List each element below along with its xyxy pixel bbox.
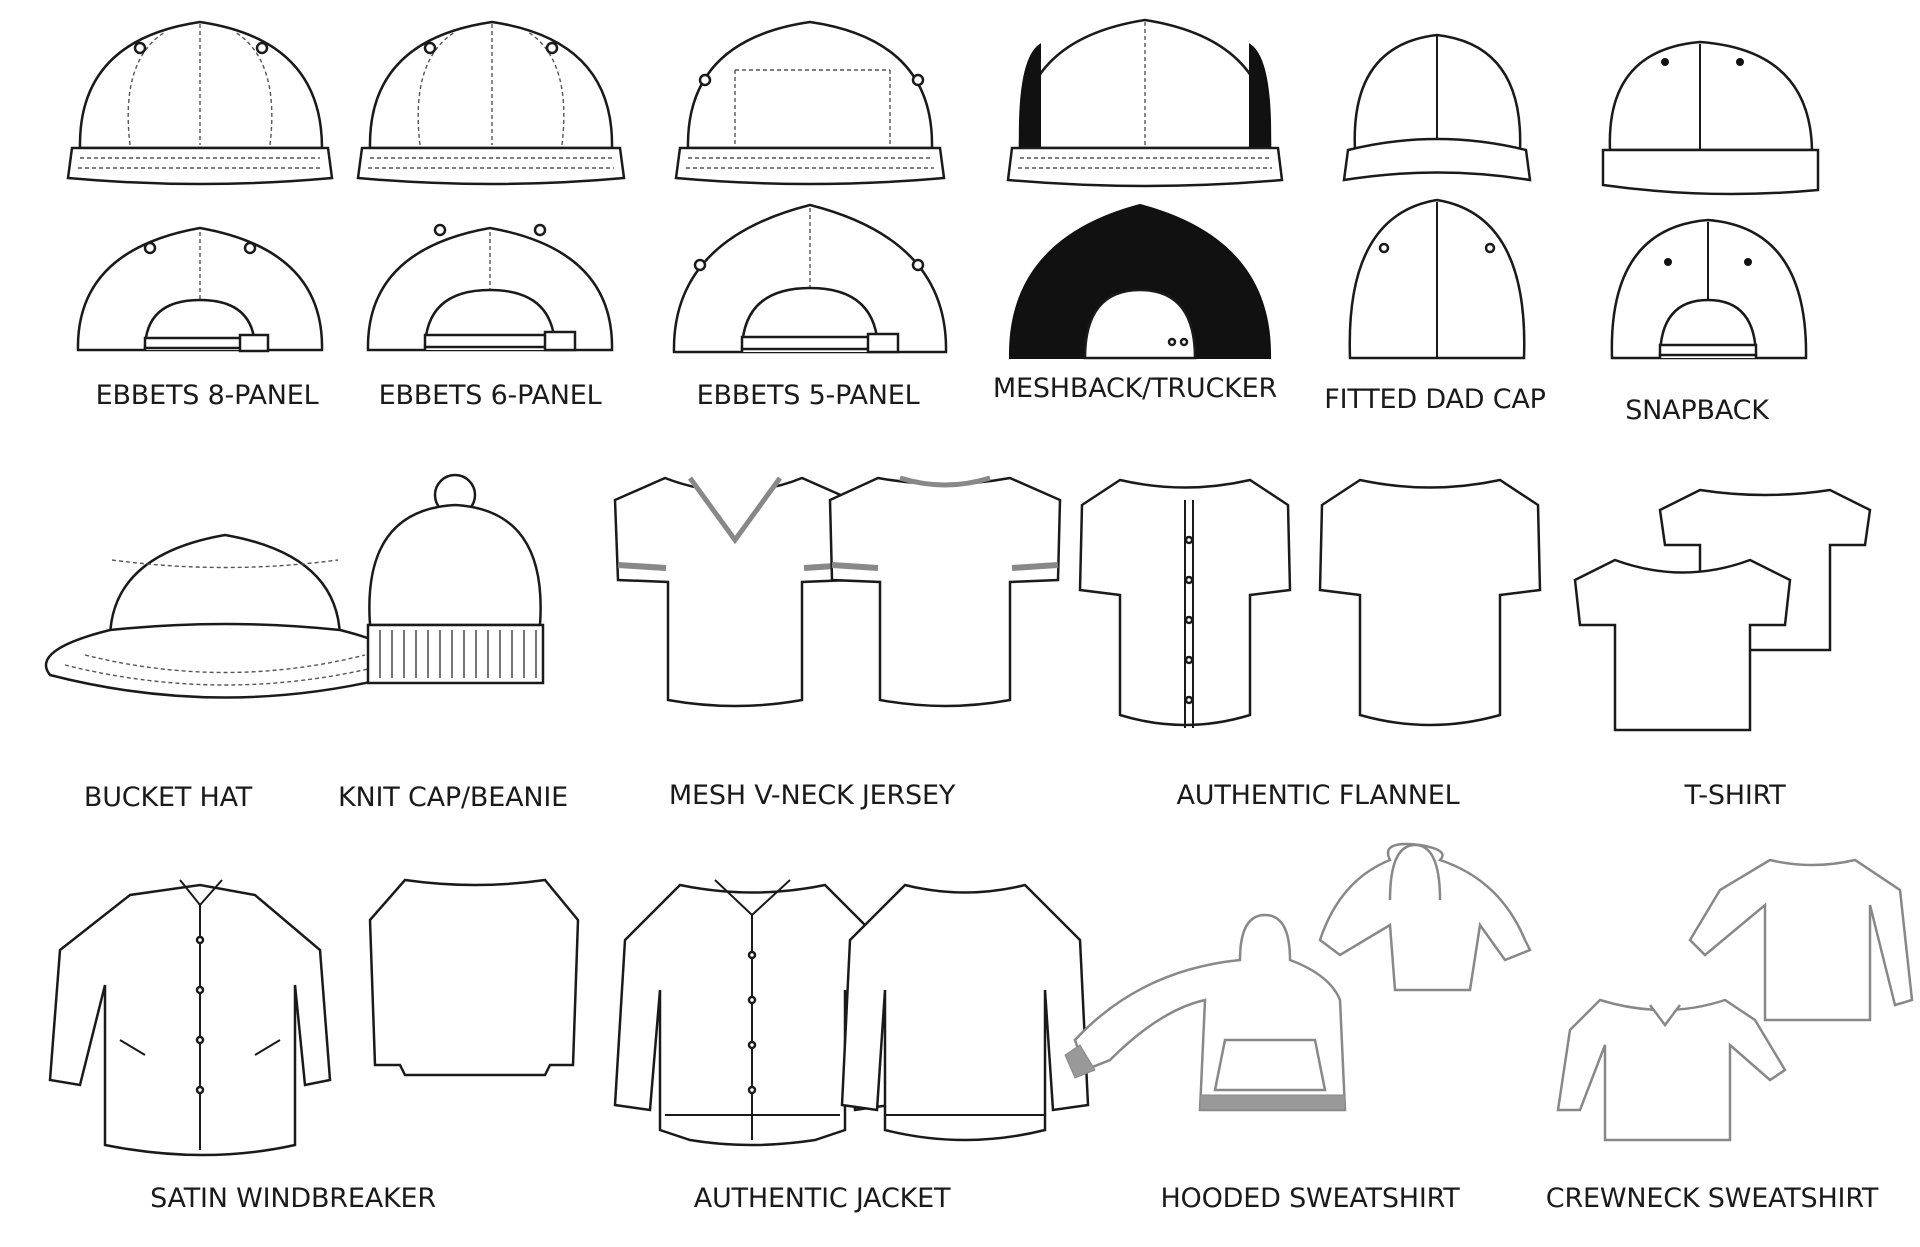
crewneck-sweatshirt-front-illustration: [1556, 998, 1787, 1142]
knit-cap-beanie-illustration: [366, 473, 545, 685]
ebbets-8-panel-front-illustration: [66, 20, 334, 186]
label-authentic-jacket: AUTHENTIC JACKET: [693, 1183, 951, 1214]
label-authentic-flannel: AUTHENTIC FLANNEL: [1176, 780, 1460, 811]
label-fitted-dad-cap: FITTED DAD CAP: [1324, 384, 1546, 415]
label-t-shirt: T-SHIRT: [1684, 780, 1786, 811]
label-mesh-v-neck-jersey: MESH V-NECK JERSEY: [668, 780, 956, 811]
authentic-flannel-front-illustration: [1078, 478, 1292, 728]
label-bucket-hat: BUCKET HAT: [83, 782, 253, 813]
ebbets-5-panel-front-illustration: [674, 20, 946, 186]
meshback-trucker-back-illustration: [1008, 203, 1272, 360]
snapback-back-illustration: [1610, 218, 1808, 360]
t-shirt-front-illustration: [1573, 558, 1792, 732]
label-knit-cap-beanie: KNIT CAP/BEANIE: [338, 782, 568, 813]
fitted-dad-cap-back-illustration: [1348, 198, 1526, 360]
satin-windbreaker-front-illustration: [48, 879, 332, 1157]
label-crewneck-sweatshirt: CREWNECK SWEATSHIRT: [1545, 1183, 1879, 1214]
crewneck-sweatshirt-back-illustration: [1688, 858, 1914, 1022]
label-ebbets-8-panel: EBBETS 8-PANEL: [95, 380, 319, 411]
bucket-hat-illustration: [44, 533, 406, 699]
ebbets-6-panel-back-illustration: [366, 223, 614, 352]
authentic-jacket-front-illustration: [613, 879, 892, 1147]
ebbets-5-panel-back-illustration: [672, 203, 948, 354]
mesh-v-neck-jersey-front-illustration: [613, 476, 854, 708]
ebbets-6-panel-front-illustration: [356, 20, 626, 186]
meshback-trucker-front-illustration: [1006, 18, 1284, 188]
satin-windbreaker-back-illustration: [368, 878, 580, 1077]
label-satin-windbreaker: SATIN WINDBREAKER: [150, 1183, 436, 1214]
mesh-v-neck-jersey-back-illustration: [828, 475, 1062, 708]
label-snapback: SNAPBACK: [1625, 395, 1769, 426]
hooded-sweatshirt-front-illustration: [1064, 913, 1347, 1112]
authentic-flannel-back-illustration: [1318, 478, 1542, 727]
hooded-sweatshirt-back-illustration: [1318, 842, 1532, 992]
ebbets-8-panel-back-illustration: [76, 226, 324, 353]
snapback-front-illustration: [1601, 40, 1820, 196]
fitted-dad-cap-front-illustration: [1342, 33, 1532, 182]
authentic-jacket-back-illustration: [840, 883, 1090, 1142]
label-ebbets-5-panel: EBBETS 5-PANEL: [696, 380, 920, 411]
label-ebbets-6-panel: EBBETS 6-PANEL: [378, 380, 602, 411]
label-hooded-sweatshirt: HOODED SWEATSHIRT: [1160, 1183, 1460, 1214]
label-meshback-trucker: MESHBACK/TRUCKER: [992, 373, 1278, 404]
